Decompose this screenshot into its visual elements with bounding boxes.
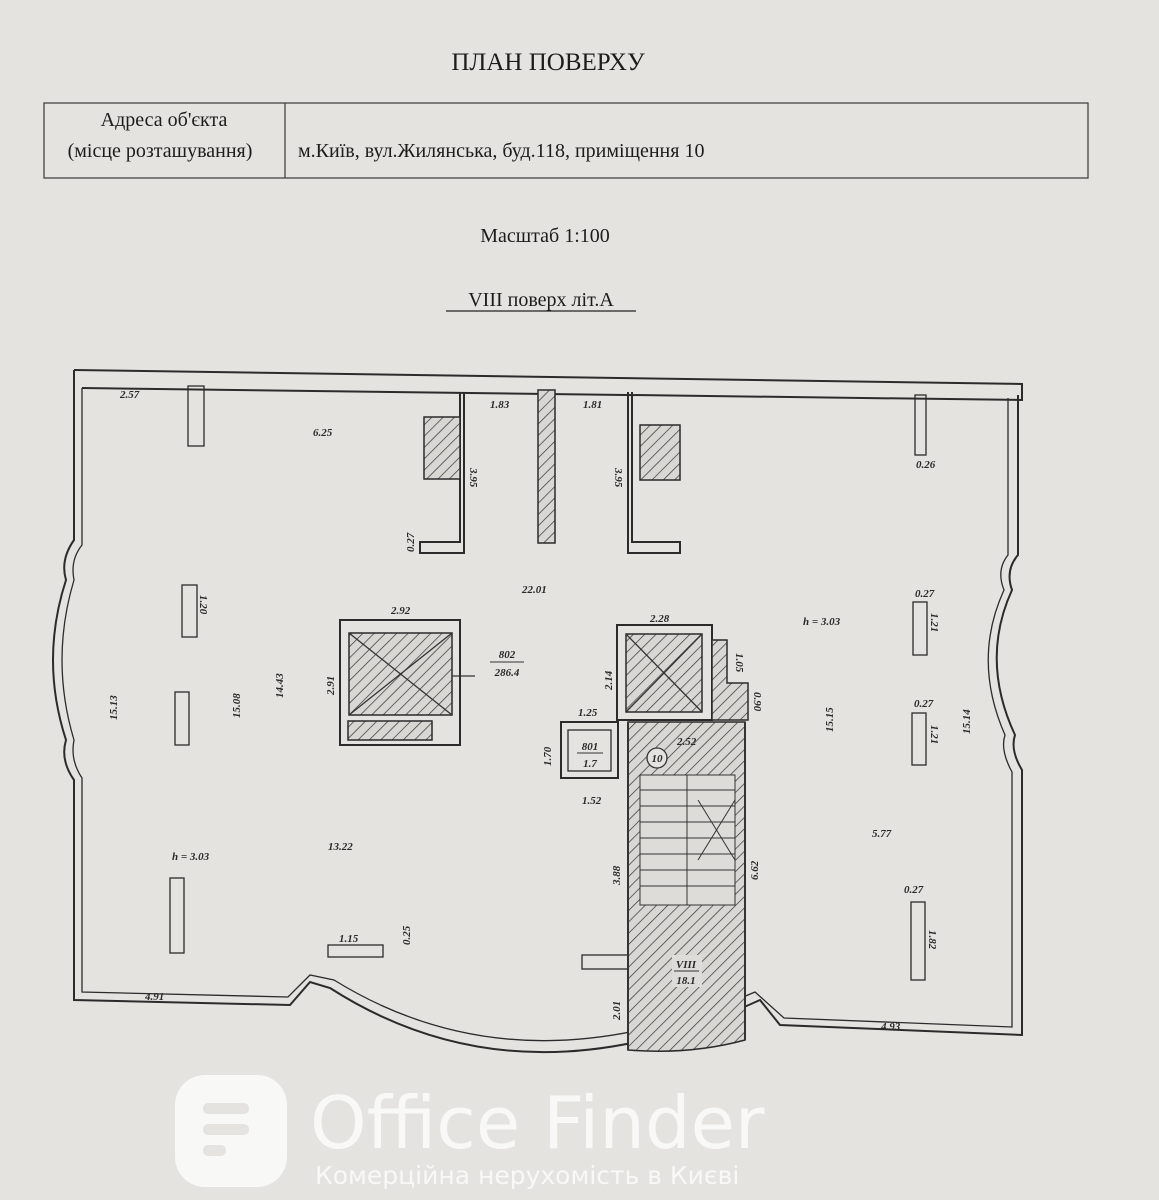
ceiling-height-label: h = 3.03 [172,851,210,863]
stairs [639,774,736,906]
dimension-label: 4.93 [880,1021,901,1033]
dimension-label: 0.90 [751,692,763,712]
dimension-label: 14.43 [274,673,286,698]
dimension-label: 6.62 [749,860,761,880]
address-label-sub: (місце розташування) [68,140,253,162]
dimension-label: 1.81 [583,399,602,411]
dimension-label: 22.01 [521,584,547,596]
dimension-label: 15.15 [824,707,836,732]
dimension-label: 6.25 [313,427,333,439]
dimension-label: 1.20 [197,595,209,615]
dimension-label: 1.21 [928,613,940,632]
dimension-label: 1.82 [926,930,938,950]
ceiling-height-label: h = 3.03 [803,616,841,628]
room-area: 286.4 [494,667,520,679]
stair-area: 18.1 [676,975,695,987]
room-number: 802 [499,649,516,661]
room-number: 801 [582,741,599,753]
dimension-label: 3.95 [612,467,624,488]
dimension-label: 2.14 [603,670,615,691]
address-label: Адреса об'єкта [101,109,228,131]
address-table: Адреса об'єкта (місце розташування) м.Ки… [43,102,1089,179]
dimension-label: 13.22 [328,841,353,853]
dimension-label: 15.08 [231,693,243,718]
dimension-label: 2.57 [119,389,140,401]
dimension-label: 5.77 [872,828,892,840]
dimension-label: 15.13 [108,695,120,720]
dimension-label: 0.25 [401,925,413,945]
dimension-label: 2.28 [649,613,670,625]
dimension-label: 1.21 [928,725,940,744]
dimension-label: 2.01 [611,1001,623,1021]
dimension-label: 1.15 [339,933,359,945]
dimension-label: 1.05 [733,653,745,673]
dimension-label: 3.95 [467,467,479,488]
dimension-label: 0.27 [915,588,935,600]
dimension-label: 1.52 [582,795,602,807]
dimension-label: 0.26 [916,459,936,471]
stair-floor: VIII [676,959,697,971]
watermark-tagline: Комерційна нерухомість в Києві [315,1161,739,1190]
scale-label: Масштаб 1:100 [480,225,610,247]
room-area: 1.7 [583,758,597,770]
address-value: м.Київ, вул.Жилянська, буд.118, приміщен… [298,140,704,162]
dimension-label: 3.88 [611,865,623,886]
office-finder-watermark: Office Finder Комерційна нерухомість в К… [175,1075,765,1190]
dimension-label: 2.91 [325,676,337,696]
dimension-label: 1.70 [542,746,554,766]
dimension-label: 2.52 [676,736,697,748]
dimension-label: 1.25 [578,707,598,719]
watermark-brand: Office Finder [310,1081,765,1165]
dimension-label: 4.91 [144,991,164,1003]
dimension-label: 0.27 [904,884,924,896]
dimension-label: 0.27 [914,698,934,710]
dimension-label: 1.83 [490,399,510,411]
floor-label: VIII поверх літ.А [468,289,614,311]
dimension-label: 15.14 [961,709,973,734]
premises-number: 10 [652,753,664,765]
dimension-label: 0.27 [405,532,417,552]
document-title: ПЛАН ПОВЕРХУ [451,49,645,76]
floor-plan: 2.57 6.25 1.83 1.81 3.95 3.95 0.26 0.27 … [52,369,1023,1054]
dimension-label: 2.92 [390,605,411,617]
